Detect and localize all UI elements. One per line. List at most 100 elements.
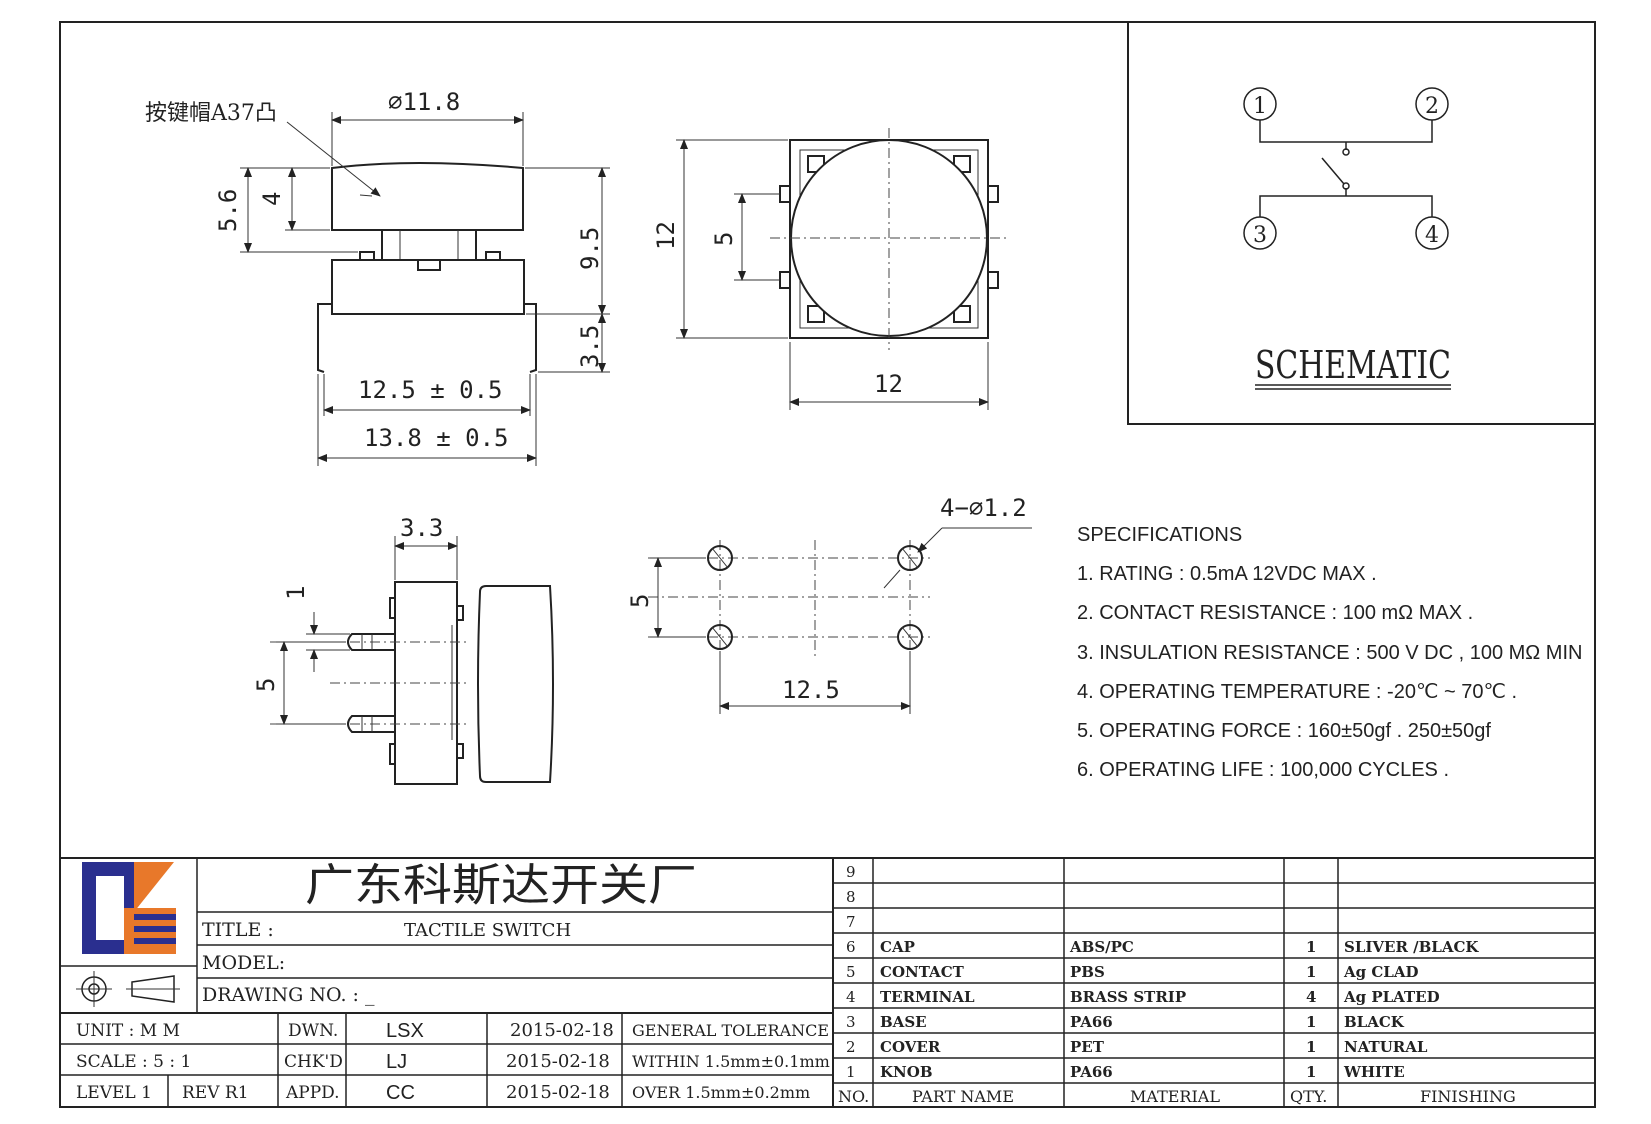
bom-row-qty: 1	[1306, 1013, 1316, 1031]
unit-cell: UNIT : M M	[76, 1021, 180, 1041]
pin-2: 2	[1425, 94, 1439, 119]
bom-row-material: BRASS STRIP	[1070, 988, 1186, 1006]
dwn-label: DWN.	[288, 1021, 338, 1041]
spec-item: 4. OPERATING TEMPERATURE : -20℃ ~ 70℃ .	[1077, 681, 1517, 703]
bom-row-finishing: SLIVER /BLACK	[1344, 938, 1479, 956]
pin-4: 4	[1425, 223, 1439, 248]
spec-heading: SPECIFICATIONS	[1077, 524, 1242, 546]
company-logo	[82, 862, 176, 954]
bom-row-name: BASE	[880, 1013, 927, 1031]
bom-row-finishing: NATURAL	[1344, 1038, 1428, 1056]
bom-row-qty: 1	[1306, 1038, 1316, 1056]
dim-3-5: 3.5	[576, 325, 604, 368]
bom-row-no: 9	[846, 863, 856, 881]
dwn-date: 2015-02-18	[510, 1020, 614, 1041]
cap-side	[477, 585, 554, 783]
dim-side-5: 5	[252, 678, 280, 692]
bom-row-name: COVER	[880, 1038, 941, 1056]
bom-row-no: 6	[846, 938, 856, 956]
level-cell: LEVEL 1	[76, 1083, 152, 1103]
bom-row-qty: 1	[1306, 1063, 1316, 1081]
chkd-label: CHK'D	[284, 1052, 343, 1072]
bom-row-no: 2	[846, 1038, 856, 1056]
chkd-date: 2015-02-18	[506, 1051, 610, 1072]
title-block: 广东科斯达开关厂 TITLE : TACTILE SWITCH MODEL: D…	[60, 857, 1595, 1107]
dim-top-12-h: 12	[652, 221, 680, 250]
bom-row-name: CAP	[880, 938, 915, 956]
tolerance-label: GENERAL TOLERANCE	[632, 1021, 829, 1040]
bom-row-material: PA66	[1070, 1063, 1113, 1081]
cap-label: 按键帽A37凸	[145, 101, 277, 126]
spec-item: 3. INSULATION RESISTANCE : 500 V DC , 10…	[1077, 642, 1582, 664]
company-name: 广东科斯达开关厂	[305, 860, 697, 911]
dim-side-3-3: 3.3	[400, 514, 443, 542]
bom-row-no: 4	[846, 988, 856, 1006]
bom-row-qty: 1	[1306, 938, 1316, 956]
tolerance-over: OVER 1.5mm±0.2mm	[632, 1083, 810, 1102]
appd-label: APPD.	[285, 1083, 340, 1103]
bom-header-finishing: FINISHING	[1420, 1087, 1516, 1106]
specifications: SPECIFICATIONS 1. RATING : 0.5mA 12VDC M…	[1077, 524, 1582, 781]
drawing-no-label: DRAWING NO. : _	[202, 984, 375, 1006]
bom-row-no: 1	[846, 1063, 856, 1081]
bom-row-name: KNOB	[880, 1063, 933, 1081]
pcb-hole	[707, 545, 733, 571]
model-label: MODEL:	[202, 952, 285, 974]
dwn-name: LSX	[386, 1020, 424, 1042]
bom-row-no: 8	[846, 888, 856, 906]
dim-cap-diameter: ⌀11.8	[388, 88, 460, 116]
dim-side-1: 1	[282, 586, 310, 600]
pcb-hole	[707, 624, 733, 650]
sheet-border	[59, 21, 1596, 1108]
dim-13-8-tol: 13.8 ± 0.5	[364, 424, 509, 452]
section-view: 3.3 1 5	[252, 514, 554, 785]
dim-12-5-tol: 12.5 ± 0.5	[358, 376, 503, 404]
bom-row-material: ABS/PC	[1069, 938, 1134, 956]
bom-row-no: 5	[846, 963, 856, 981]
rev-cell: REV R1	[182, 1083, 249, 1103]
bom-row-finishing: WHITE	[1343, 1063, 1405, 1081]
cap-shape	[331, 162, 524, 231]
dim-holes: 4−⌀1.2	[940, 494, 1027, 522]
dim-5-6: 5.6	[214, 189, 242, 232]
tolerance-within: WITHIN 1.5mm±0.1mm	[632, 1052, 830, 1071]
spec-item: 6. OPERATING LIFE : 100,000 CYCLES .	[1077, 759, 1449, 781]
dim-pcb-5: 5	[626, 594, 654, 608]
dim-9-5: 9.5	[576, 227, 604, 270]
bom-row-name: TERMINAL	[880, 988, 975, 1006]
spec-item: 2. CONTACT RESISTANCE : 100 mΩ MAX .	[1077, 602, 1473, 624]
chkd-name: LJ	[386, 1051, 407, 1073]
bom-row-finishing: Ag CLAD	[1343, 963, 1418, 981]
pcb-hole	[897, 545, 923, 571]
bom-row-material: PBS	[1070, 963, 1105, 981]
bom-row-material: PA66	[1070, 1013, 1113, 1031]
dim-4: 4	[258, 192, 286, 206]
pcb-hole	[897, 624, 923, 650]
appd-name: CC	[386, 1082, 415, 1104]
bom-row-no: 3	[846, 1013, 856, 1031]
bom-row-name: CONTACT	[880, 963, 965, 981]
bom-header-no: NO.	[838, 1087, 869, 1106]
dim-top-5: 5	[710, 232, 738, 246]
title-value: TACTILE SWITCH	[404, 920, 571, 941]
bom-row-material: PET	[1070, 1038, 1105, 1056]
side-view: 按键帽A37凸 ⌀11.8 5.6 4 9.5 3.5 12.5 ± 0.5 1…	[145, 88, 610, 466]
pcb-layout: 4−⌀1.2 5 12.5	[626, 494, 1032, 714]
bom-row-qty: 4	[1306, 988, 1316, 1006]
schematic-panel: 1 2 3 4 SCHEMATIC	[1127, 21, 1596, 425]
pin-1: 1	[1253, 94, 1267, 119]
spec-item: 5. OPERATING FORCE : 160±50gf . 250±50gf	[1077, 720, 1491, 742]
bom-row-finishing: Ag PLATED	[1343, 988, 1440, 1006]
scale-cell: SCALE : 5 : 1	[76, 1052, 191, 1072]
bom-header-material: MATERIAL	[1130, 1087, 1220, 1106]
bom-row-no: 7	[846, 913, 856, 931]
dim-top-12-w: 12	[874, 370, 903, 398]
pin-3: 3	[1253, 223, 1267, 248]
bom-header-name: PART NAME	[912, 1087, 1014, 1106]
projection-symbol-icon	[76, 971, 180, 1007]
appd-date: 2015-02-18	[506, 1082, 610, 1103]
bom-row-qty: 1	[1306, 963, 1316, 981]
dim-pcb-12-5: 12.5	[782, 676, 840, 704]
